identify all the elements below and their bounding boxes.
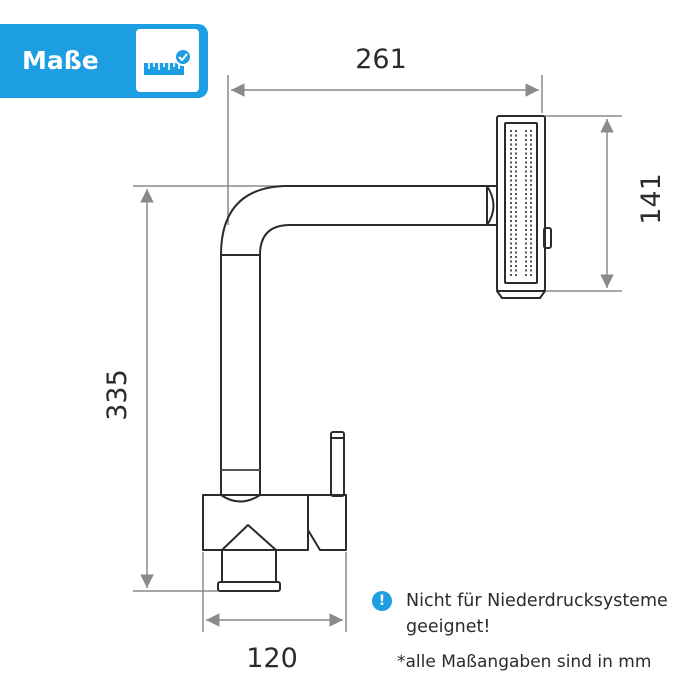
dimension-line-total-height xyxy=(133,185,285,592)
ruler-check-icon xyxy=(136,29,199,92)
dimension-line-base-width xyxy=(202,552,347,632)
notice-line-2: geeignet! xyxy=(406,617,491,637)
faucet-outline xyxy=(202,115,552,592)
dimension-label-base-width: 120 xyxy=(246,643,298,674)
dimension-line-width xyxy=(227,75,543,225)
dimension-value-spray-height: 141 xyxy=(636,173,667,225)
dimension-line-spray-height xyxy=(545,115,622,292)
badge-label: Maße xyxy=(22,46,99,75)
exclamation-icon: ! xyxy=(372,591,392,611)
dimension-label-width: 261 xyxy=(355,44,407,75)
spray-head-perforation xyxy=(510,130,532,276)
units-footnote: *alle Maßangaben sind in mm xyxy=(397,652,652,672)
dimension-value-total-height: 335 xyxy=(102,369,133,421)
notice-line-1: Nicht für Niederdrucksysteme xyxy=(406,591,668,611)
dimensions-badge: Maße xyxy=(0,24,208,98)
notice-text: Nicht für Niederdrucksysteme geeignet! xyxy=(406,588,668,640)
